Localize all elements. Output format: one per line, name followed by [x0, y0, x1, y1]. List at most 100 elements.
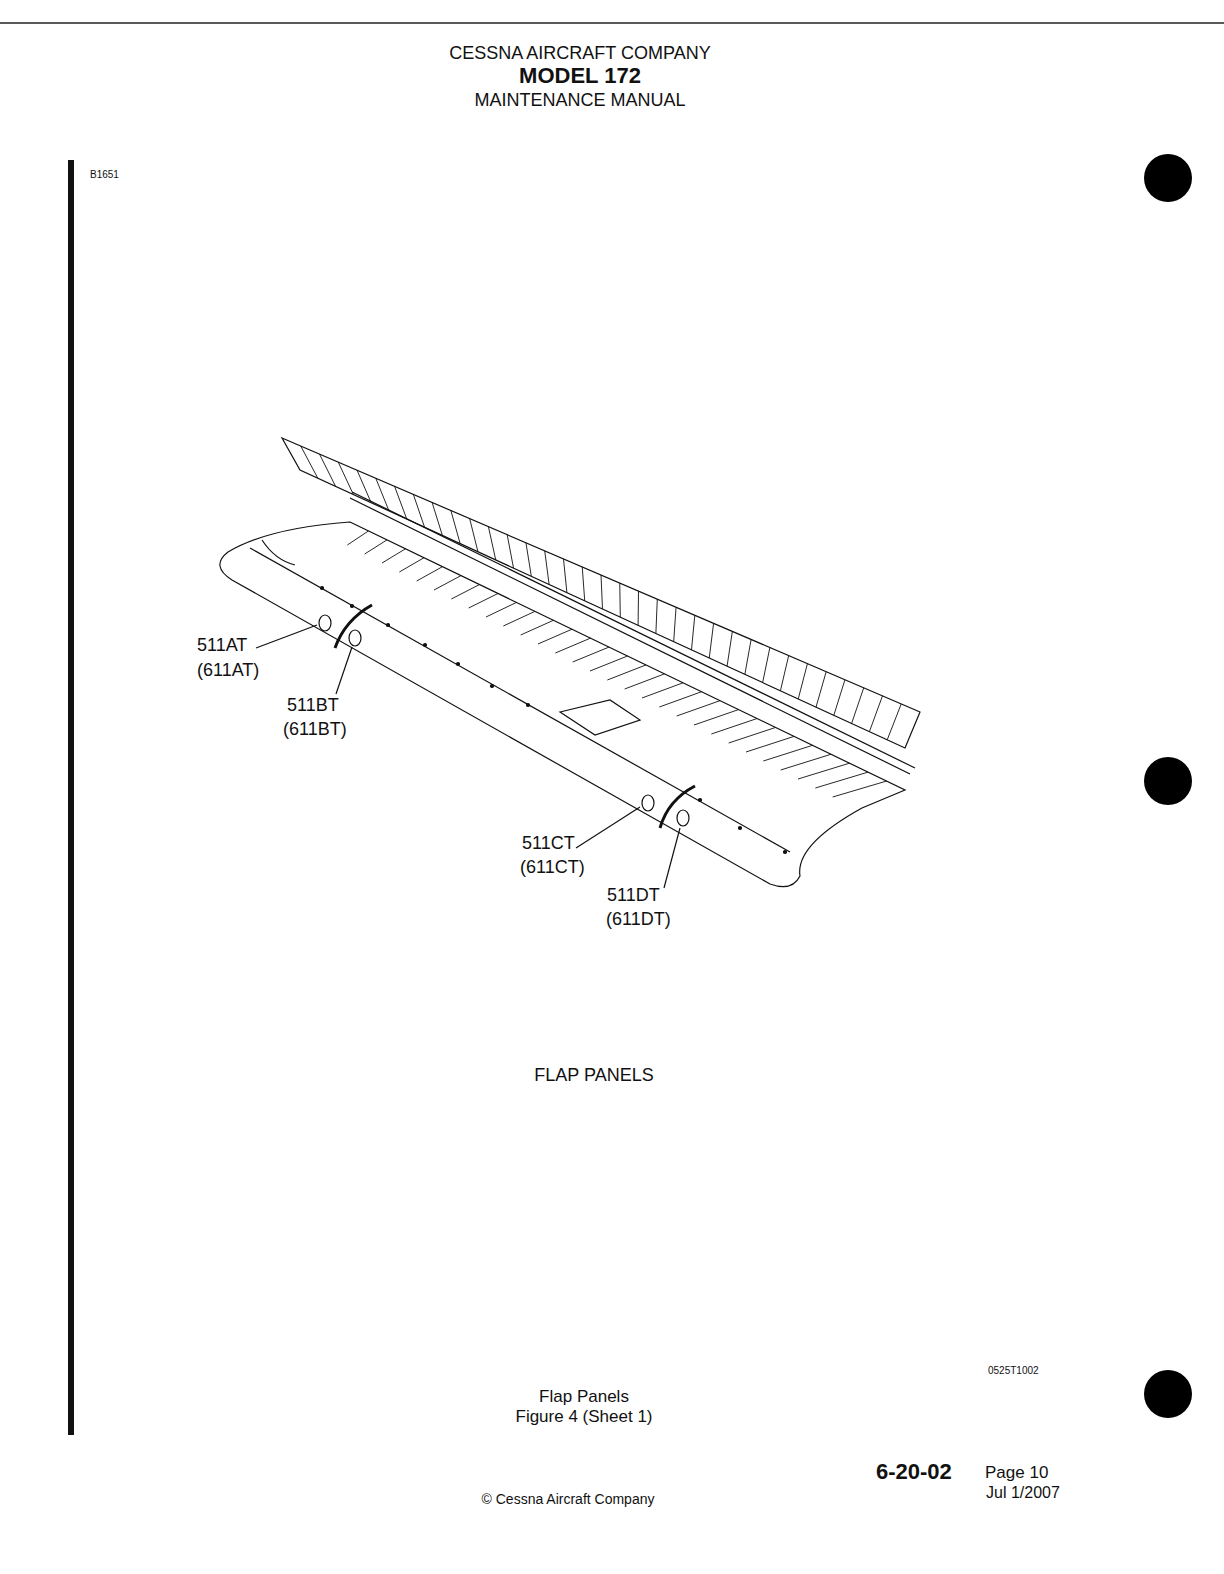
hinge-bracket — [660, 786, 695, 828]
leader-line — [336, 647, 352, 694]
rib-line — [691, 615, 694, 650]
rivet — [784, 851, 787, 854]
rib-line — [816, 672, 826, 707]
change-bar — [68, 160, 74, 1435]
rib-line — [781, 754, 831, 770]
binder-hole — [1144, 1370, 1192, 1418]
figure-id: B1651 — [90, 169, 119, 180]
rib-line — [555, 638, 590, 653]
rib-line — [642, 683, 683, 698]
rib-line — [521, 620, 554, 635]
rib-line — [887, 704, 901, 740]
rib-line — [538, 629, 572, 644]
revision-date: Jul 1/2007 — [986, 1484, 1060, 1502]
callout-number: (611BT) — [283, 720, 347, 740]
rib-line — [746, 736, 794, 752]
rib-line — [582, 567, 584, 601]
rib-line — [395, 486, 407, 519]
rib-line — [834, 680, 845, 716]
rib-line — [507, 535, 513, 568]
rib-line — [815, 772, 868, 788]
rib-line — [729, 727, 776, 743]
rib-line — [376, 478, 389, 511]
callout-number: 511CT — [522, 834, 575, 854]
rib-line — [656, 599, 657, 633]
hinge-bracket — [335, 605, 372, 648]
figure-caption: Figure 4 (Sheet 1) — [515, 1408, 652, 1427]
rib-line — [601, 575, 603, 609]
rib-line — [694, 710, 739, 725]
rib-line — [526, 543, 531, 577]
rib-line — [451, 511, 460, 544]
rib-line — [619, 583, 621, 617]
cutaway-spar — [560, 700, 640, 735]
rib-line — [711, 719, 757, 734]
rib-line — [357, 470, 371, 502]
access-hole — [677, 810, 689, 826]
callout-number: 511AT — [197, 636, 247, 656]
rib-line — [763, 745, 812, 761]
rib-line — [503, 611, 535, 626]
figure-title: FLAP PANELS — [534, 1066, 653, 1086]
rivet — [321, 587, 324, 590]
rib-line — [545, 551, 549, 585]
rib-line — [727, 631, 732, 666]
rib-line — [677, 701, 720, 716]
rib-line — [745, 639, 751, 674]
callout-number: (611DT) — [606, 910, 671, 930]
chapter-number: 6-20-02 — [876, 1460, 952, 1484]
header-text: CESSNA AIRCRAFT COMPANY — [449, 44, 710, 64]
rivet — [491, 685, 494, 688]
copyright: © Cessna Aircraft Company — [482, 1492, 655, 1507]
rib-line — [625, 674, 665, 689]
rib-line — [469, 593, 498, 608]
callout-number: 511BT — [287, 696, 339, 716]
callout-number: (611AT) — [197, 661, 259, 681]
access-hole — [349, 630, 361, 646]
binder-hole — [1144, 757, 1192, 805]
rib-line — [399, 558, 424, 572]
rib-line — [434, 576, 461, 590]
end-rib — [262, 540, 295, 565]
callout-number: 511DT — [607, 886, 660, 906]
rib-line — [338, 462, 353, 494]
rib-line — [470, 519, 478, 552]
rib-line — [607, 665, 646, 680]
rib-line — [382, 549, 406, 563]
rib-line — [659, 692, 701, 707]
rib-line — [798, 664, 807, 699]
rivet — [387, 624, 390, 627]
rib-line — [852, 688, 864, 724]
page-number: Page 10 — [985, 1464, 1048, 1483]
rivet — [527, 704, 530, 707]
rivet — [739, 827, 742, 830]
rib-line — [709, 623, 713, 658]
leading-edge-crease — [250, 548, 790, 852]
model-title: MODEL 172 — [519, 64, 641, 88]
rivet — [457, 663, 460, 666]
rib-line — [347, 531, 368, 545]
rib-line — [674, 607, 676, 641]
rib-line — [590, 656, 628, 671]
access-hole — [642, 795, 654, 811]
rib-line — [417, 567, 443, 581]
rib-line — [432, 502, 442, 535]
flap-drawing — [220, 438, 920, 888]
rib-line — [301, 446, 318, 478]
rib-line — [365, 540, 387, 554]
header-rule — [0, 22, 1224, 24]
rib-line — [780, 656, 788, 691]
rib-line — [563, 559, 566, 593]
rib-line — [488, 527, 495, 560]
access-hole — [319, 615, 331, 631]
drawing-number: 0525T1002 — [988, 1365, 1039, 1376]
figure-caption: Flap Panels — [539, 1388, 629, 1407]
rib-line — [451, 585, 479, 599]
leader-line — [256, 625, 317, 648]
flap-body — [220, 522, 905, 887]
rivet — [699, 799, 702, 802]
rib-line — [869, 696, 882, 732]
binder-hole — [1144, 154, 1192, 202]
rib-line — [573, 647, 609, 662]
